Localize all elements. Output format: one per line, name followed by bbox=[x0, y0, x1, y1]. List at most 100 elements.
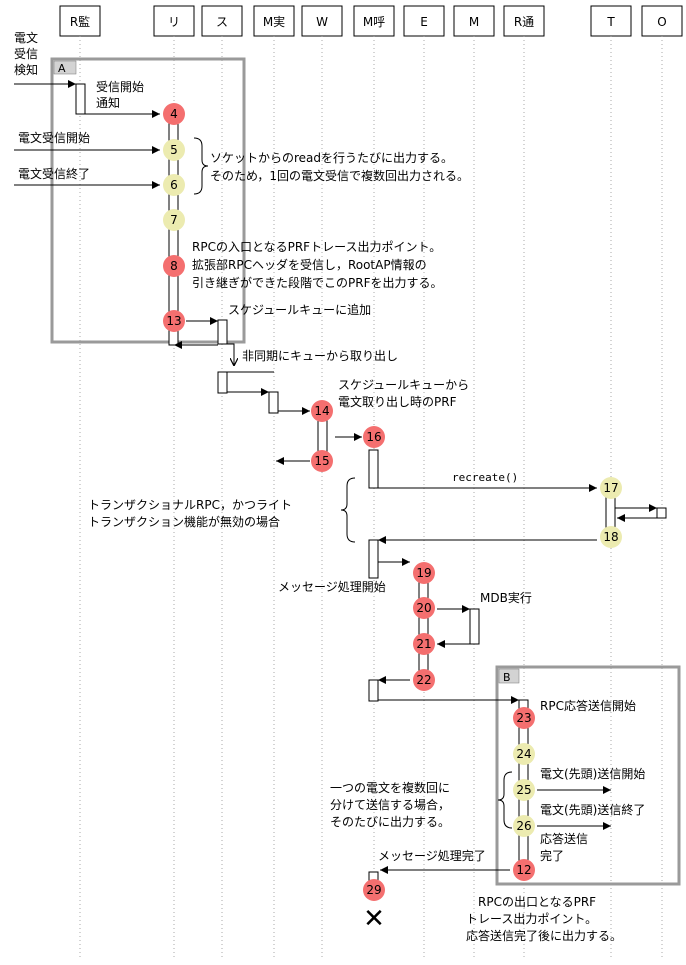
lifeline-label: R通 bbox=[514, 15, 534, 29]
lifeline-t: T bbox=[590, 5, 632, 960]
svg-text:15: 15 bbox=[314, 454, 329, 468]
msg-recv-start-label: 電文受信開始 bbox=[18, 130, 90, 145]
lifeline-label: W bbox=[316, 15, 328, 29]
svg-text:16: 16 bbox=[366, 430, 381, 444]
brace bbox=[340, 477, 356, 543]
prf-marker-yellow: 7 bbox=[163, 209, 185, 231]
braces bbox=[193, 137, 513, 829]
svg-text:5: 5 bbox=[170, 143, 178, 157]
lifeline-r-tsu: R通 bbox=[503, 5, 545, 960]
svg-text:24: 24 bbox=[516, 747, 531, 761]
add-sched-queue-label: スケジュールキューに追加 bbox=[228, 302, 371, 317]
svg-text:14: 14 bbox=[314, 404, 329, 418]
rpc-entry-note: 拡張部RPCヘッダを受信し，RootAP情報の bbox=[192, 257, 427, 272]
prf-marker-red: 12 bbox=[513, 859, 535, 881]
rpc-resp-send-start-label: RPC応答送信開始 bbox=[540, 698, 636, 713]
lifeline-label: M呼 bbox=[363, 15, 385, 29]
mdb-exec-label: MDB実行 bbox=[480, 590, 532, 605]
lifeline-label: リ bbox=[168, 15, 180, 29]
rpc-exit-note: 応答送信完了後に出力する。 bbox=[466, 928, 622, 943]
svg-text:18: 18 bbox=[603, 530, 618, 544]
activation-bar bbox=[368, 539, 379, 579]
async-arrow bbox=[227, 343, 234, 366]
svg-text:8: 8 bbox=[170, 259, 178, 273]
msg-proc-done-label: メッセージ処理完了 bbox=[378, 848, 486, 863]
prf-marker-yellow: 5 bbox=[163, 139, 185, 161]
lifeline-m: M bbox=[453, 5, 495, 960]
lifeline-label: O bbox=[657, 15, 666, 29]
annotations: 電文 受信 検知 受信開始 通知 電文受信開始 電文受信終了 ソケットからのre… bbox=[14, 30, 645, 943]
activations bbox=[75, 83, 667, 885]
multi-send-note: 分けて送信する場合， bbox=[330, 797, 450, 812]
svg-text:25: 25 bbox=[516, 783, 531, 797]
svg-text:20: 20 bbox=[416, 601, 431, 615]
rpc-entry-note: 引き継ぎができた段階でこのPRFを出力する。 bbox=[192, 275, 442, 290]
txn-note: トランザクショナルRPC，かつライト bbox=[88, 498, 292, 512]
svg-text:13: 13 bbox=[166, 314, 181, 328]
first-send-start-label: 電文(先頭)送信開始 bbox=[540, 766, 645, 781]
prf-marker-yellow: 26 bbox=[513, 815, 535, 837]
prf-marker-yellow: 6 bbox=[163, 174, 185, 196]
lifeline-r-kan: R監 bbox=[59, 5, 101, 960]
prf-marker-red: 29 bbox=[363, 879, 385, 901]
svg-text:21: 21 bbox=[416, 637, 431, 651]
activation-bar bbox=[469, 608, 480, 645]
frame-tag: A bbox=[58, 62, 66, 75]
async-take-label: 非同期にキューから取り出し bbox=[242, 349, 398, 363]
activation-bar bbox=[368, 449, 379, 489]
resp-send-done-label: 完了 bbox=[540, 848, 564, 863]
svg-text:6: 6 bbox=[170, 178, 178, 192]
socket-note: ソケットからのreadを行うたびに出力する。 bbox=[210, 151, 453, 165]
activation-bar bbox=[217, 371, 228, 394]
recv-detect-label: 電文 bbox=[14, 30, 38, 45]
brace bbox=[193, 137, 209, 195]
lifeline-ri: リ bbox=[153, 5, 195, 960]
prf-marker-red: 8 bbox=[163, 255, 185, 277]
multi-send-note: そのたびに出力する。 bbox=[330, 815, 450, 829]
msg-proc-start-label: メッセージ処理開始 bbox=[278, 580, 386, 594]
prf-marker-red: 16 bbox=[363, 426, 385, 448]
lifelines: R監 リ ス M実 W M呼 E bbox=[59, 5, 683, 960]
resp-send-done-label: 応答送信 bbox=[540, 831, 588, 846]
activation-bar bbox=[268, 391, 279, 414]
messages bbox=[14, 80, 657, 874]
lifeline-su: ス bbox=[201, 5, 243, 960]
prf-markers: 4 5 6 7 8 13 14 15 16 17 18 19 20 21 22 … bbox=[163, 103, 622, 901]
recv-detect-label: 受信 bbox=[14, 47, 38, 61]
activation-bar bbox=[656, 507, 667, 519]
lifeline-label: E bbox=[420, 15, 428, 29]
prf-marker-red: 23 bbox=[513, 707, 535, 729]
recv-detect-label: 検知 bbox=[14, 63, 38, 77]
rpc-exit-note: トレース出力ポイント。 bbox=[466, 912, 597, 926]
prf-marker-red: 21 bbox=[413, 633, 435, 655]
prf-marker-red: 14 bbox=[311, 400, 333, 422]
svg-text:22: 22 bbox=[416, 673, 431, 687]
prf-marker-yellow: 24 bbox=[513, 743, 535, 765]
lifeline-label: R監 bbox=[70, 14, 90, 29]
terminate-x-icon: ✕ bbox=[363, 904, 385, 934]
frame-b: B bbox=[495, 665, 681, 886]
multi-send-note: 一つの電文を複数回に bbox=[330, 780, 450, 795]
activation-bar bbox=[368, 679, 379, 702]
prf-marker-red: 4 bbox=[163, 103, 185, 125]
prf-marker-red: 20 bbox=[413, 597, 435, 619]
rpc-entry-note: RPCの入口となるPRFトレース出力ポイント。 bbox=[192, 240, 441, 254]
rpc-exit-note: RPCの出口となるPRF bbox=[478, 895, 596, 909]
socket-note: そのため，1回の電文受信で複数回出力される。 bbox=[210, 168, 469, 183]
svg-text:12: 12 bbox=[516, 863, 531, 877]
svg-text:23: 23 bbox=[516, 711, 531, 725]
lifeline-o: O bbox=[641, 5, 683, 960]
svg-text:17: 17 bbox=[603, 481, 618, 495]
activation-bar bbox=[217, 319, 228, 345]
svg-text:19: 19 bbox=[416, 566, 431, 580]
sched-take-label: スケジュールキューから bbox=[338, 378, 469, 392]
lifeline-w: W bbox=[301, 5, 343, 960]
lifeline-label: M bbox=[469, 15, 479, 29]
lifeline-label: T bbox=[606, 15, 615, 29]
frame-tag: B bbox=[503, 671, 511, 684]
recreate-label: recreate() bbox=[452, 471, 518, 484]
msg-recv-end-label: 電文受信終了 bbox=[18, 166, 90, 181]
txn-note: トランザクション機能が無効の場合 bbox=[88, 514, 280, 529]
lifeline-label: M実 bbox=[263, 14, 285, 29]
frame-a: A bbox=[50, 57, 246, 344]
